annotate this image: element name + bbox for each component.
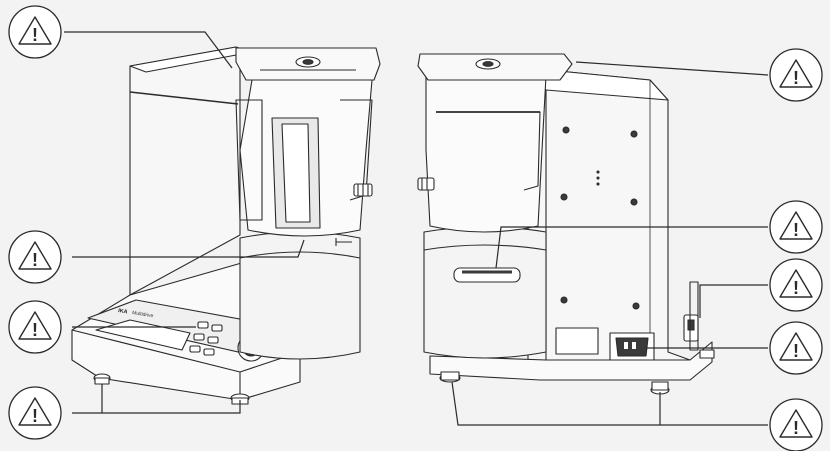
right-device: [417, 53, 715, 395]
leader-line: [699, 284, 768, 318]
rear-screw: [632, 302, 640, 310]
panel-button[interactable]: [207, 336, 219, 344]
panel-button[interactable]: [189, 345, 201, 353]
warning-icon: !: [769, 398, 823, 451]
warning-symbol: !: [793, 220, 799, 240]
panel-button[interactable]: [203, 348, 215, 356]
warning-icon: !: [8, 300, 62, 354]
warning-icon: !: [8, 5, 62, 59]
warning-symbol: !: [32, 320, 38, 340]
warning-symbol: !: [32, 250, 38, 270]
leader-line: [64, 31, 233, 69]
left-device: IKA Multidrive: [71, 46, 381, 405]
leader-line: [72, 239, 305, 258]
leader-line: [575, 61, 769, 76]
warning-symbol: !: [793, 68, 799, 88]
leader-lines: [64, 31, 769, 426]
panel-button[interactable]: [197, 321, 209, 329]
callout-layer: !!!!!!!!!: [8, 5, 823, 451]
right-vessel-housing: [423, 226, 547, 359]
housing-grip-slot: [453, 267, 521, 283]
right-base: [429, 341, 713, 381]
warning-symbol: !: [793, 341, 799, 361]
warning-symbol: !: [32, 406, 38, 426]
warning-icon: !: [769, 258, 823, 312]
rear-screw: [630, 198, 638, 206]
warning-icon: !: [8, 386, 62, 440]
warning-symbol: !: [32, 25, 38, 45]
warning-icon: !: [8, 230, 62, 284]
right-vessel-jar: [425, 75, 547, 233]
warning-icon: !: [769, 48, 823, 102]
panel-button[interactable]: [211, 324, 223, 332]
right-body: [527, 67, 691, 379]
warning-icon: !: [769, 321, 823, 375]
rear-label-plate: [555, 327, 599, 355]
rear-screw: [560, 296, 568, 304]
rear-screw: [560, 193, 568, 201]
leader-line: [451, 381, 768, 426]
leader-line: [495, 226, 768, 269]
brand-label: IKA: [118, 308, 128, 315]
leader-line: [72, 384, 241, 414]
rear-screw: [562, 126, 570, 134]
left-tower-body: [129, 46, 241, 296]
warning-symbol: !: [793, 278, 799, 298]
model-label: Multidrive: [132, 310, 154, 319]
right-side-screw: [417, 177, 435, 191]
panel-button[interactable]: [193, 333, 205, 341]
warning-symbol: !: [793, 418, 799, 438]
warning-icon: !: [769, 200, 823, 254]
rear-screw: [630, 130, 638, 138]
